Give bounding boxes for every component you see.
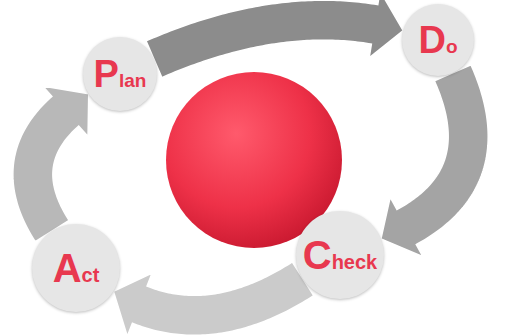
cycle-arrow bbox=[381, 65, 488, 257]
phase-label: Check bbox=[303, 235, 377, 275]
cycle-arrow bbox=[13, 86, 89, 242]
phase-label: Plan bbox=[94, 55, 147, 93]
phase-circle: Plan bbox=[83, 37, 157, 111]
phase-circle: Do bbox=[402, 4, 474, 76]
phase-label: Act bbox=[53, 248, 100, 288]
phase-circle: Check bbox=[296, 211, 384, 299]
phase-label: Do bbox=[418, 21, 457, 59]
cycle-arrow bbox=[146, 0, 403, 78]
phase-circle: Act bbox=[32, 224, 120, 312]
cycle-arrow bbox=[113, 262, 313, 336]
